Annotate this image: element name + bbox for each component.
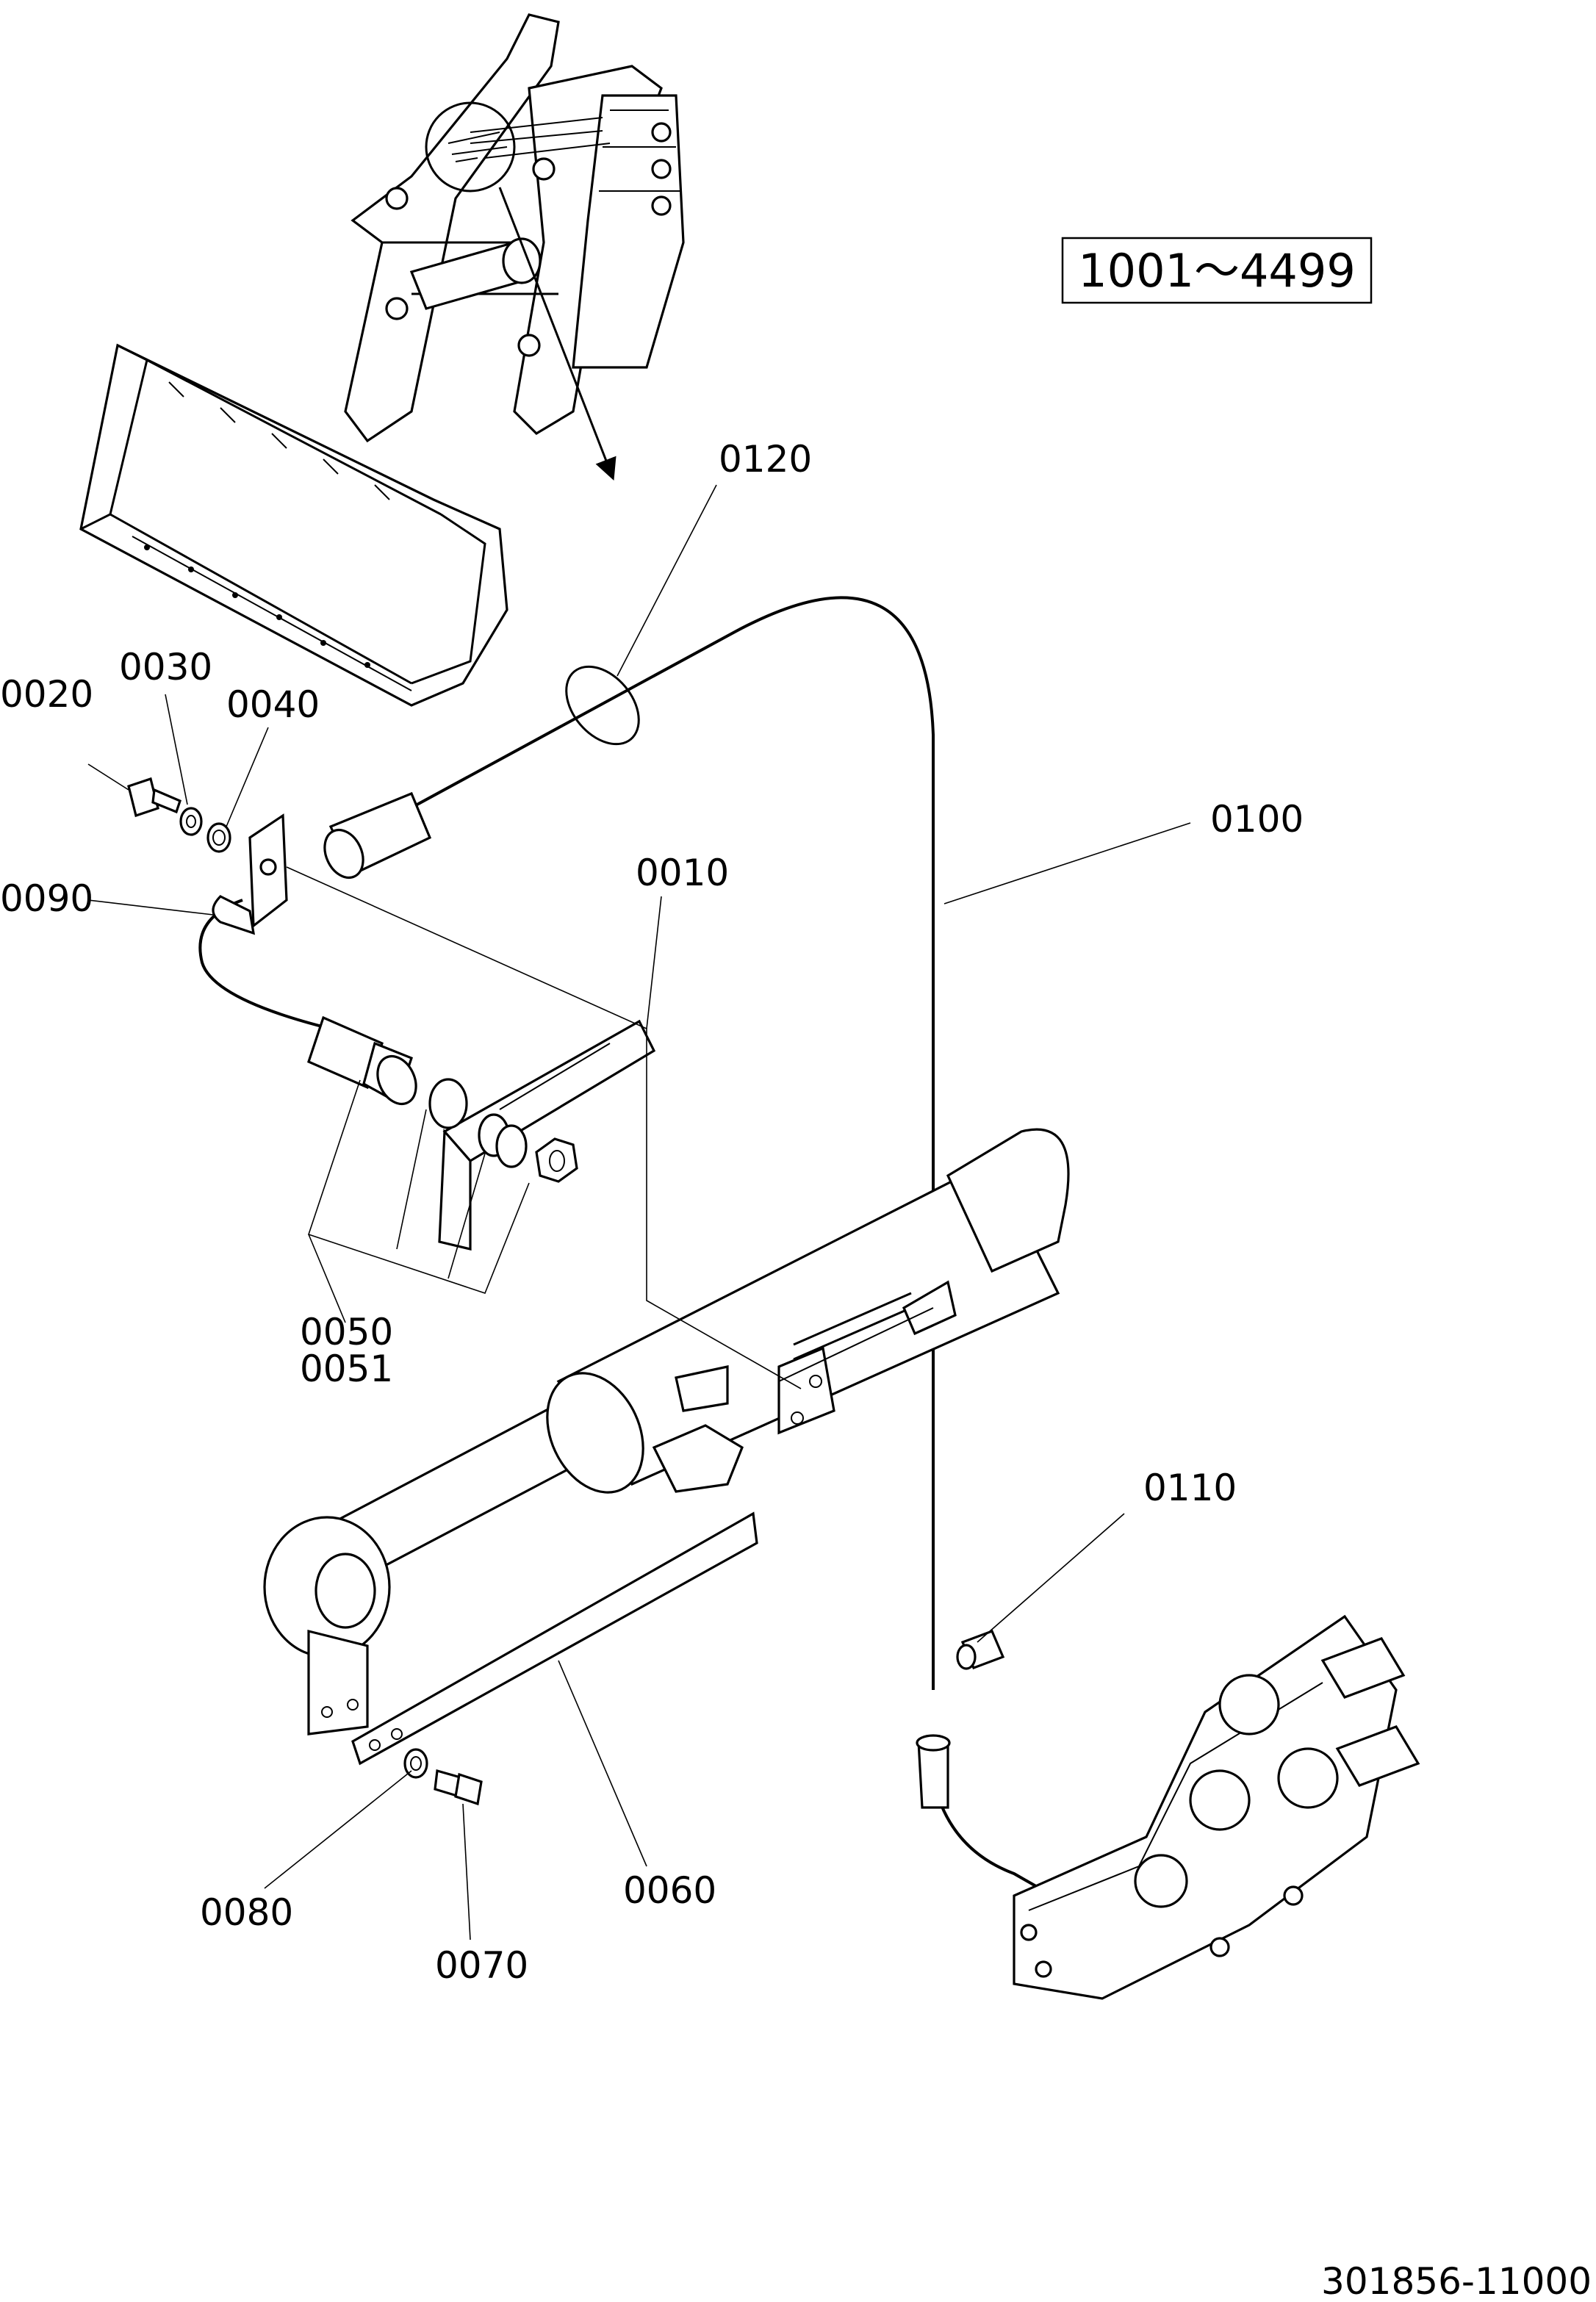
o-ring-0050 [428, 1078, 468, 1129]
hose-end-fitting [916, 1734, 951, 1809]
bracket-0090 [212, 813, 288, 935]
lift-cylinder [263, 1128, 1070, 1658]
hose-0100 [198, 596, 1066, 1904]
bolt-0020 [127, 777, 181, 818]
nut-0050 [535, 1137, 578, 1183]
front-loader-illustration [79, 13, 685, 707]
serial-range-text: 1001～4499 [1078, 244, 1356, 298]
o-ring-0051-b [495, 1124, 528, 1168]
serial-range-box: 1001～4499 [1061, 237, 1373, 304]
washer-0030 [179, 807, 203, 836]
drawing-number: 301856-11000 [1321, 2260, 1592, 2302]
callout-0030: 0030 [119, 646, 212, 688]
callout-0040: 0040 [226, 683, 320, 726]
fitting-0110 [956, 1629, 1005, 1670]
control-valve [1013, 1614, 1420, 2000]
callout-0080: 0080 [200, 1891, 293, 1934]
callout-0100: 0100 [1210, 798, 1304, 841]
callout-0010: 0010 [636, 852, 729, 894]
washer-0040 [206, 822, 231, 853]
callout-0120: 0120 [719, 438, 812, 481]
callout-0020: 0020 [0, 673, 93, 716]
callout-0110: 0110 [1143, 1467, 1237, 1509]
callout-0051: 0051 [300, 1348, 393, 1390]
plate-0060 [307, 1511, 758, 1766]
bracket-0010 [438, 1019, 656, 1251]
callout-0090: 0090 [0, 877, 93, 920]
bolt-0070 [434, 1769, 483, 1806]
callout-0050: 0050 [300, 1311, 393, 1353]
washer-0080 [403, 1748, 428, 1779]
callout-labels: 0120 0100 0020 0030 0040 0090 0010 0050 … [0, 438, 1304, 1987]
leader-lines [87, 484, 1191, 1940]
o-ring-0120-marker [565, 665, 640, 746]
callout-0070: 0070 [435, 1944, 528, 1987]
callout-0060: 0060 [623, 1869, 716, 1912]
